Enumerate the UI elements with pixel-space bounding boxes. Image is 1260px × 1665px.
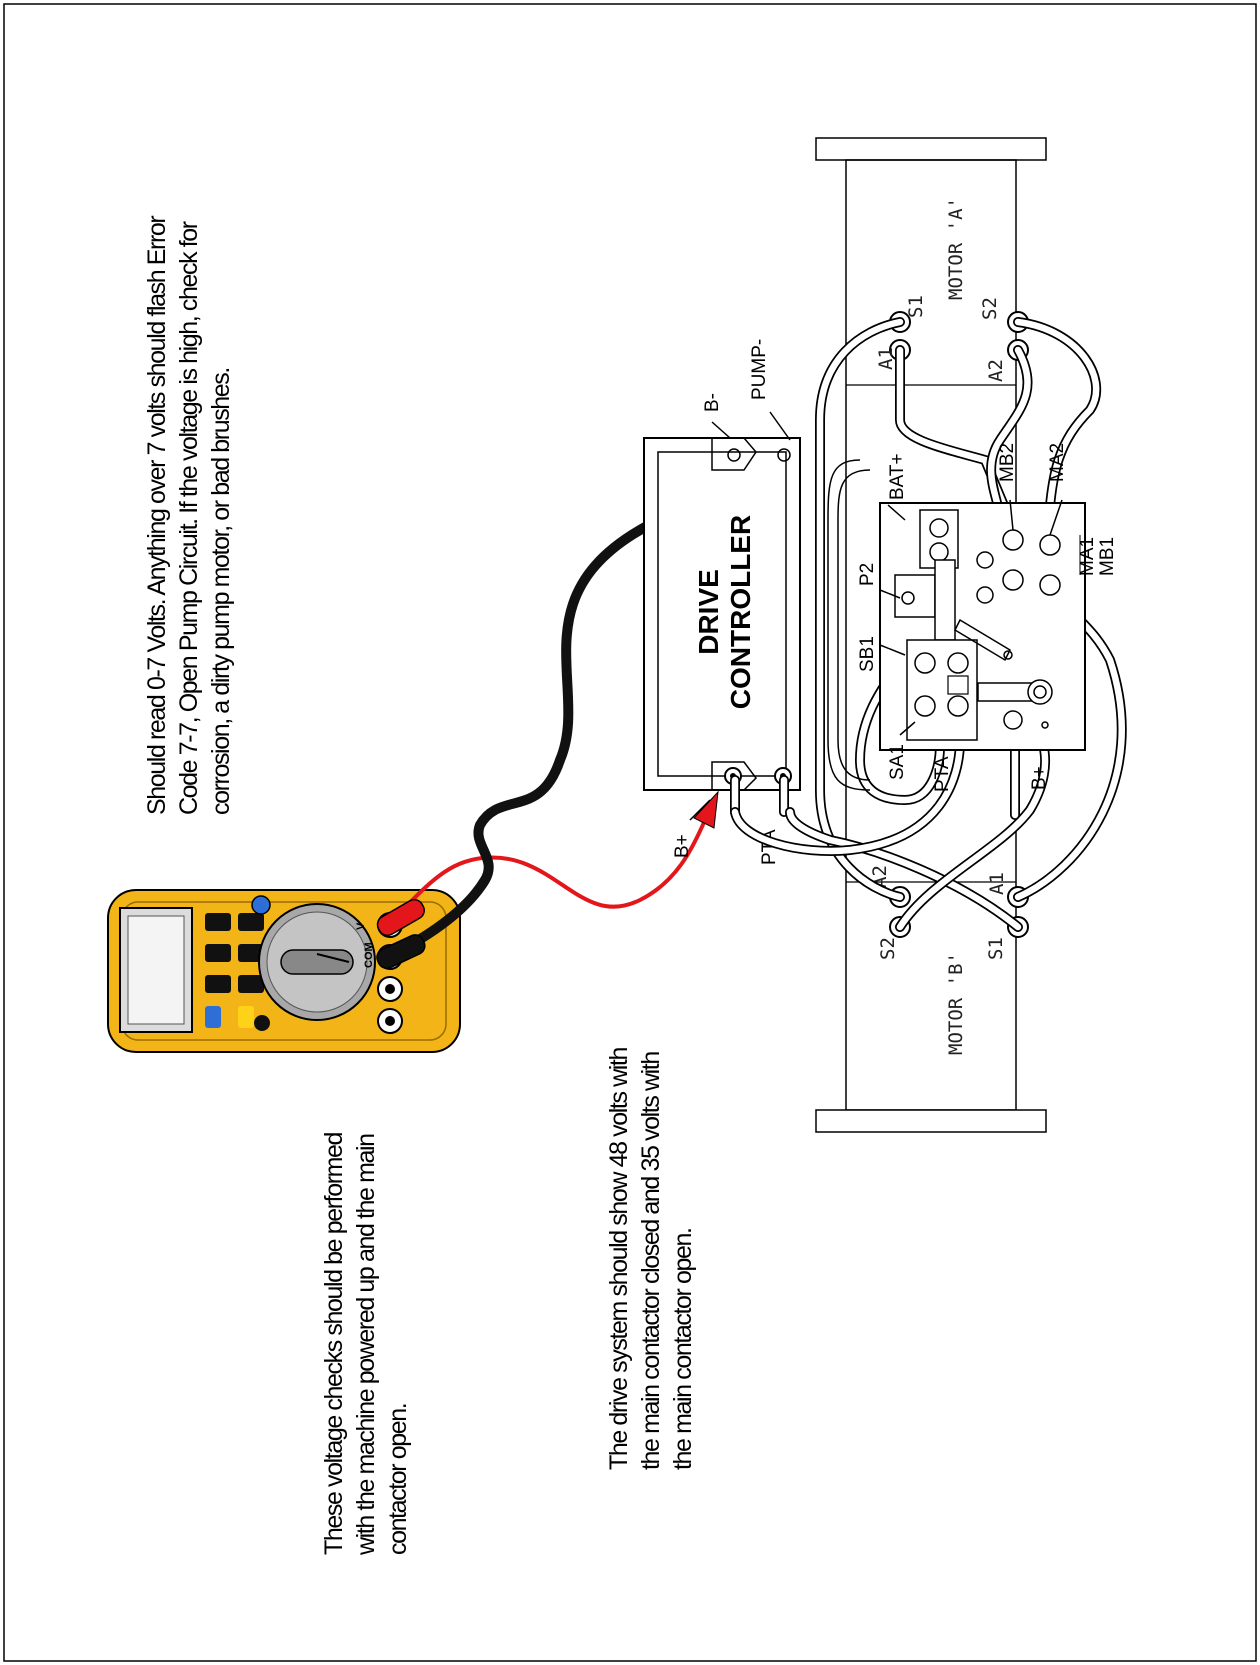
label-ma2: MA2 [1047,443,1068,482]
drive-controller: DRIVE CONTROLLER [643,437,801,791]
meter-rotary-dial [258,903,376,1021]
label-sa1: SA1 [887,744,908,780]
pump-minus-leader [769,411,791,441]
label-contactor-b-plus: B+ [1029,766,1050,790]
red-probe [376,898,425,937]
label-p2: P2 [857,563,878,586]
note-drive-line-1: The drive system should show 48 volts wi… [605,1048,633,1470]
motor-b-terminal-s2: S2 [877,937,899,960]
mb2-leader [1009,499,1014,531]
label-mb1: MB1 [1097,537,1118,576]
motor-b-terminal-a1: A1 [986,872,1008,895]
multimeter: V COM [107,889,461,1053]
motor-a-terminal-s2: S2 [979,297,1001,320]
motor-a-terminals: A1 S1 A2 S2 [875,295,1029,382]
label-ma1: MA1 [1077,537,1098,576]
red-lead-arrow-tip [693,790,719,829]
label-controller-b-plus: B+ [672,834,693,858]
note-pump-line-1: Should read 0-7 Volts. Anything over 7 v… [143,216,171,815]
black-probe [376,934,426,969]
bat-plus-leader [887,504,906,521]
motor-a-terminal-a1: A1 [875,347,897,370]
note-general: These voltage checks should be performed… [320,1127,412,1556]
ma2-leader [1049,499,1063,536]
note-pump-check: Should read 0-7 Volts. Anything over 7 v… [143,211,235,815]
sa1-leader [899,721,916,736]
page-border [3,3,1257,1662]
label-sb1: SB1 [857,636,878,672]
controller-title-line-1: DRIVE [693,569,724,655]
label-motor-b: MOTOR 'B' [945,952,967,1055]
controller-title-line-2: CONTROLLER [725,515,756,709]
label-motor-a: MOTOR 'A' [945,197,967,300]
motor-a-terminal-s1: S1 [905,295,927,318]
meter-jack-com-label: COM [363,942,375,968]
motor-housing: MOTOR 'A' MOTOR 'B' [815,137,1047,1133]
label-mb2: MB2 [997,443,1018,482]
label-bat-plus: BAT+ [887,453,908,500]
b-minus-leader [711,421,731,439]
label-contactor-pta: PTA [932,756,953,792]
label-b-minus: B- [702,393,723,412]
note-drive-check: The drive system should show 48 volts wi… [605,1042,697,1470]
motor-b-terminal-s1: S1 [985,937,1007,960]
controller-lugs [730,775,789,817]
contactor-assembly [879,502,1086,751]
motor-cables [730,317,1127,932]
note-pump-line-2: Code 7-7, Open Pump Circuit. If the volt… [175,221,203,815]
b-plus-leader [689,799,711,821]
note-drive-line-2: the main contactor closed and 35 volts w… [637,1052,665,1470]
meter-jack-v-label: V [355,922,367,930]
red-test-lead [390,819,707,924]
note-general-line-2: with the machine powered up and the main [352,1134,380,1556]
harness-loop [827,459,871,791]
note-general-line-3: contactor open. [384,1404,412,1555]
motor-a-terminal-a2: A2 [985,359,1007,382]
motor-b-terminals: A2 S2 A1 S1 [869,865,1029,960]
meter-blue-dot [251,895,271,915]
note-general-line-1: These voltage checks should be performed [320,1132,348,1555]
meter-buttons [205,913,264,1028]
meter-black-dot [254,1015,270,1031]
note-pump-line-3: corrosion, a dirty pump motor, or bad br… [207,368,235,815]
label-pump-minus: PUMP- [749,339,770,400]
harness-loop-inner [837,469,871,781]
p2-leader [879,589,901,599]
note-drive-line-3: the main contactor open. [669,1228,697,1470]
sb1-leader [879,644,906,656]
